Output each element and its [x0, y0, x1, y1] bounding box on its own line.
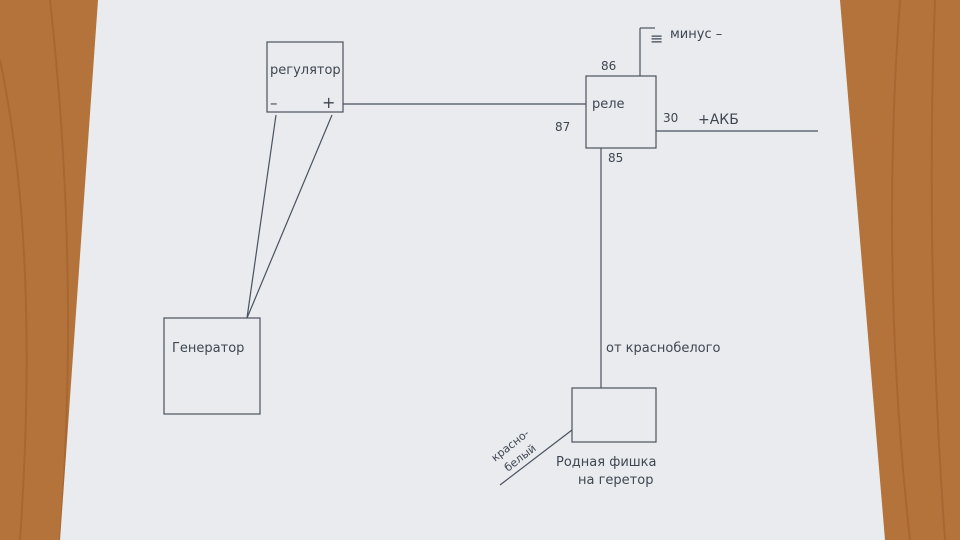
from-red-white-note: от краснобелого: [606, 341, 720, 356]
wire-regulator-plus-to-generator: [246, 114, 333, 319]
relay-pin-30: 30: [663, 111, 678, 125]
relay-pin-87: 87: [555, 120, 570, 134]
relay-box: [585, 75, 657, 149]
regulator-label: регулятор: [270, 63, 341, 78]
connector-label-line1: Родная фишка: [556, 455, 656, 470]
battery-note: +АКБ: [698, 112, 739, 128]
minus-note: минус –: [670, 27, 722, 42]
relay-label: реле: [592, 97, 625, 112]
components: [163, 41, 657, 443]
wire-regulator-minus-to-generator: [246, 114, 277, 319]
generator-box: [163, 317, 261, 415]
connector-box: [571, 387, 657, 443]
relay-pin-85: 85: [608, 151, 623, 165]
ground-symbol: ≡: [650, 29, 663, 48]
wire-red-white: [499, 429, 573, 486]
relay-pin-86: 86: [601, 59, 616, 73]
generator-label: Генератор: [172, 341, 244, 356]
regulator-plus-label: +: [322, 93, 335, 112]
regulator-minus-label: –: [270, 94, 278, 112]
connector-label-line2: на геретор: [578, 473, 653, 488]
paper-sheet: [60, 0, 885, 540]
regulator-box: [266, 41, 344, 113]
wiring: [246, 27, 818, 486]
